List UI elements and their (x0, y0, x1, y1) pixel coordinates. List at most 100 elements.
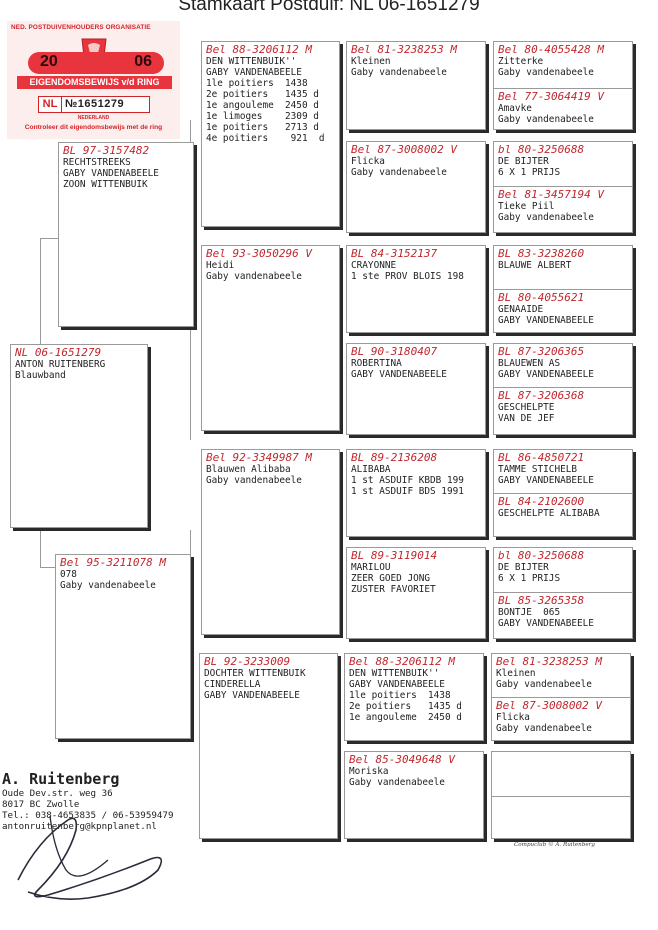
pigeon-info-line: Flicka (351, 156, 385, 167)
pigeon-card-gen5-8[interactable] (491, 751, 631, 839)
pigeon-info-line: GABY VANDENABEELE (498, 475, 594, 486)
signature (17, 815, 163, 900)
ring-number: NL 06-1651279 (15, 346, 102, 359)
pigeon-info-line: Gaby vandenabeele (206, 475, 302, 486)
pigeon-info-line: DOCHTER WITTENBUIK (204, 668, 306, 679)
pigeon-info-line: GABY VANDENABEELE (349, 679, 445, 690)
pigeon-info-line: ALIBABA (351, 464, 391, 475)
certificate-ring-number: NL №1651279 (38, 96, 150, 113)
ring-number: BL 83-3238260 (498, 247, 585, 260)
pigeon-info-line: Zitterke (498, 56, 544, 67)
pigeon-info-line: GABY VANDENABEELE (63, 168, 159, 179)
ring-number: BL 84-3152137 (351, 247, 438, 260)
pigeon-info-line: 078 (60, 569, 77, 580)
owner-address: Oude Dev.str. weg 36 (2, 788, 113, 799)
certificate-band-text: EIGENDOMSBEWIJS v/d RING (17, 76, 172, 89)
owner-phone: Tel.: 038-4653835 / 06-53959479 (2, 810, 174, 821)
ring-number: Bel 92-3349987 M (206, 451, 312, 464)
pigeon-info-line: ANTON RUITENBERG (15, 359, 106, 370)
pigeon-info-line: 6 X 1 PRIJS (498, 573, 561, 584)
pigeon-info-line: Gaby vandenabeele (351, 167, 447, 178)
pigeon-info-line: GESCHELPTE (498, 402, 555, 413)
pigeon-info-line: 1e limoges 2309 d (206, 111, 319, 122)
ring-number: Bel 88-3206112 M (206, 43, 312, 56)
pigeon-info-line: Gaby vandenabeele (498, 212, 594, 223)
pigeon-info-line: DEN WITTENBUIK'' (206, 56, 297, 67)
pigeon-info-line: Gaby vandenabeele (351, 67, 447, 78)
pigeon-info-line: 1e poitiers 2713 d (206, 122, 319, 133)
pigeon-info-line: 1le poitiers 1438 (349, 690, 451, 701)
ring-number: BL 80-4055621 (498, 291, 585, 304)
pigeon-info-line: Flicka (496, 712, 530, 723)
pigeon-info-line: Heidi (206, 260, 235, 271)
ring-number: bl 80-3250688 (498, 549, 585, 562)
ring-number: Bel 80-4055428 M (498, 43, 604, 56)
ring-number: Bel 77-3064419 V (498, 90, 604, 103)
pigeon-info-line: BLAUWE ALBERT (498, 260, 572, 271)
pigeon-info-line: Blauwband (15, 370, 66, 381)
ring-number: BL 86-4850721 (498, 451, 585, 464)
pigeon-entry (492, 796, 630, 838)
ring-number: BL 97-3157482 (63, 144, 150, 157)
pigeon-info-line: 1e angouleme 2450 d (206, 100, 319, 111)
ring-number: Bel 87-3008002 V (351, 143, 457, 156)
pigeon-info-line: Amavke (498, 103, 532, 114)
ring-number: Bel 93-3050296 V (206, 247, 312, 260)
ring-number: Bel 88-3206112 M (349, 655, 455, 668)
pigeon-info-line: Gaby vandenabeele (498, 67, 594, 78)
ring-certificate: NED. POSTDUIVENHOUDERS ORGANISATIE 20 06… (7, 21, 180, 139)
pigeon-info-line: 1e angouleme 2450 d (349, 712, 462, 723)
pigeon-info-line: RECHTSTREEKS (63, 157, 131, 168)
ring-number: Bel 81-3238253 M (496, 655, 602, 668)
owner-block: A. Ruitenberg Oude Dev.str. weg 36 8017 … (2, 771, 174, 833)
pigeon-info-line: GENAAIDE (498, 304, 544, 315)
pigeon-info-line: Gaby vandenabeele (496, 679, 592, 690)
pigeon-info-line: GABY VANDENABEELE (206, 67, 302, 78)
pigeon-info-line: ZUSTER FAVORIET (351, 584, 436, 595)
pigeon-info-line: Gaby vandenabeele (496, 723, 592, 734)
pigeon-info-line: DEN WITTENBUIK'' (349, 668, 440, 679)
pigeon-info-line: Tieke Piil (498, 201, 555, 212)
pigeon-info-line: CINDERELLA (204, 679, 261, 690)
certificate-note: Controleer dit eigendomsbewijs met de ri… (24, 124, 163, 131)
ring-number: Bel 81-3238253 M (351, 43, 457, 56)
pigeon-info-line: ZEER GOED JONG (351, 573, 431, 584)
ring-number: Bel 87-3008002 V (496, 699, 602, 712)
